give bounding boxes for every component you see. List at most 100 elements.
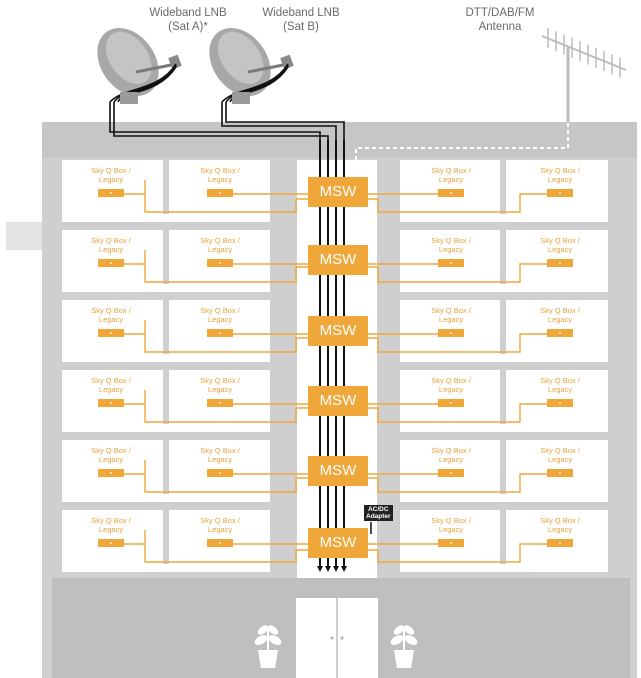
feed-line	[105, 250, 310, 283]
sky-q-box-led	[110, 332, 112, 334]
sky-q-box-led	[450, 472, 452, 474]
sky-q-box-led	[450, 192, 452, 194]
sky-q-box-led	[219, 542, 221, 544]
sky-q-box-led	[559, 542, 561, 544]
sky-q-box-label: Sky Q Box / Legacy	[91, 306, 131, 324]
sky-q-box-label: Sky Q Box / Legacy	[540, 236, 580, 254]
sky-q-box-led	[450, 332, 452, 334]
feed-line	[368, 473, 572, 493]
partition-wall	[163, 440, 169, 494]
sky-q-box-led	[219, 192, 221, 194]
sky-q-box-label: Sky Q Box / Legacy	[91, 376, 131, 394]
sky-q-box-label: Sky Q Box / Legacy	[431, 516, 471, 534]
partition-wall	[163, 510, 169, 564]
partition-wall	[163, 300, 169, 354]
sky-q-box-led	[559, 192, 561, 194]
roof	[42, 122, 637, 158]
partition-wall	[163, 370, 169, 424]
cable-arrow	[325, 566, 331, 572]
lnb-a-label: Wideband LNB (Sat A)*	[149, 7, 227, 33]
partition-wall	[500, 440, 506, 494]
sky-q-box-label: Sky Q Box / Legacy	[431, 166, 471, 184]
feed-line	[368, 333, 572, 353]
dish-mount	[120, 92, 138, 104]
feed-line	[368, 263, 572, 283]
sky-q-box-led	[110, 542, 112, 544]
sky-q-box-label: Sky Q Box / Legacy	[431, 446, 471, 464]
sky-q-box-label: Sky Q Box / Legacy	[200, 446, 240, 464]
cable-arrow	[333, 566, 339, 572]
partition-wall	[500, 230, 506, 284]
sky-q-box-label: Sky Q Box / Legacy	[540, 306, 580, 324]
msw-switch: MSW	[308, 177, 368, 207]
satellite-dish-b	[209, 27, 294, 104]
dish-down-cable	[225, 102, 345, 140]
feed-line	[105, 320, 310, 353]
feed-line	[105, 530, 310, 563]
sky-q-box-led	[110, 402, 112, 404]
plant-pot	[394, 650, 414, 668]
partition-wall	[500, 370, 506, 424]
feed-line	[368, 403, 572, 423]
sky-q-box-label: Sky Q Box / Legacy	[91, 166, 131, 184]
partition-wall	[163, 230, 169, 284]
feed-line	[105, 180, 310, 213]
msw-switch: MSW	[308, 528, 368, 558]
plant-leaf	[254, 635, 268, 645]
sky-q-box-led	[559, 262, 561, 264]
sky-q-box-label: Sky Q Box / Legacy	[200, 516, 240, 534]
plant-leaf	[404, 635, 418, 645]
antenna-boom	[541, 35, 627, 71]
ac-dc-adapter: AC/DC Adapter	[364, 505, 393, 521]
sky-q-box-label: Sky Q Box / Legacy	[91, 236, 131, 254]
satellite-dish-a	[97, 27, 182, 104]
feed-line	[105, 460, 310, 493]
lnb-arm	[135, 62, 177, 74]
lnb-arm	[247, 62, 289, 74]
plant-leaf	[257, 625, 269, 635]
msw-switch: MSW	[308, 456, 368, 486]
sky-q-box-label: Sky Q Box / Legacy	[200, 306, 240, 324]
sky-q-box-led	[110, 262, 112, 264]
dish-down-cable	[113, 102, 329, 140]
plant-left	[254, 625, 282, 668]
feed-line	[105, 390, 310, 423]
sky-q-box-label: Sky Q Box / Legacy	[200, 236, 240, 254]
dish-down-cable	[221, 102, 337, 140]
sky-q-box-led	[110, 192, 112, 194]
sky-q-box-led	[559, 472, 561, 474]
sky-q-box-label: Sky Q Box / Legacy	[431, 306, 471, 324]
partition-wall	[163, 160, 169, 214]
sky-q-box-label: Sky Q Box / Legacy	[431, 376, 471, 394]
cable-arrow	[341, 566, 347, 572]
lnb-b-label: Wideband LNB (Sat B)	[262, 7, 340, 33]
sky-q-box-label: Sky Q Box / Legacy	[540, 516, 580, 534]
sky-q-box-label: Sky Q Box / Legacy	[200, 166, 240, 184]
plant-leaf	[403, 625, 415, 635]
sky-q-box-label: Sky Q Box / Legacy	[540, 166, 580, 184]
partition-wall	[500, 510, 506, 564]
plant-leaf	[393, 625, 405, 635]
sky-q-box-led	[450, 402, 452, 404]
msw-switch: MSW	[308, 245, 368, 275]
msw-switch: MSW	[308, 386, 368, 416]
plant-leaf	[268, 635, 282, 645]
msw-switch: MSW	[308, 316, 368, 346]
cable-arrow	[317, 566, 323, 572]
sky-q-box-label: Sky Q Box / Legacy	[200, 376, 240, 394]
sky-q-box-label: Sky Q Box / Legacy	[540, 376, 580, 394]
sky-q-box-led	[450, 542, 452, 544]
sky-q-box-label: Sky Q Box / Legacy	[91, 446, 131, 464]
plant-leaf	[267, 625, 279, 635]
sky-q-box-label: Sky Q Box / Legacy	[540, 446, 580, 464]
sky-q-box-led	[450, 262, 452, 264]
sky-q-box-led	[219, 262, 221, 264]
plant-right	[390, 625, 418, 668]
dish-mount	[232, 92, 250, 104]
lnb-head	[168, 54, 182, 70]
plant-pot	[258, 650, 278, 668]
feed-line	[368, 193, 572, 213]
sky-q-box-label: Sky Q Box / Legacy	[431, 236, 471, 254]
feed-line	[368, 543, 572, 563]
